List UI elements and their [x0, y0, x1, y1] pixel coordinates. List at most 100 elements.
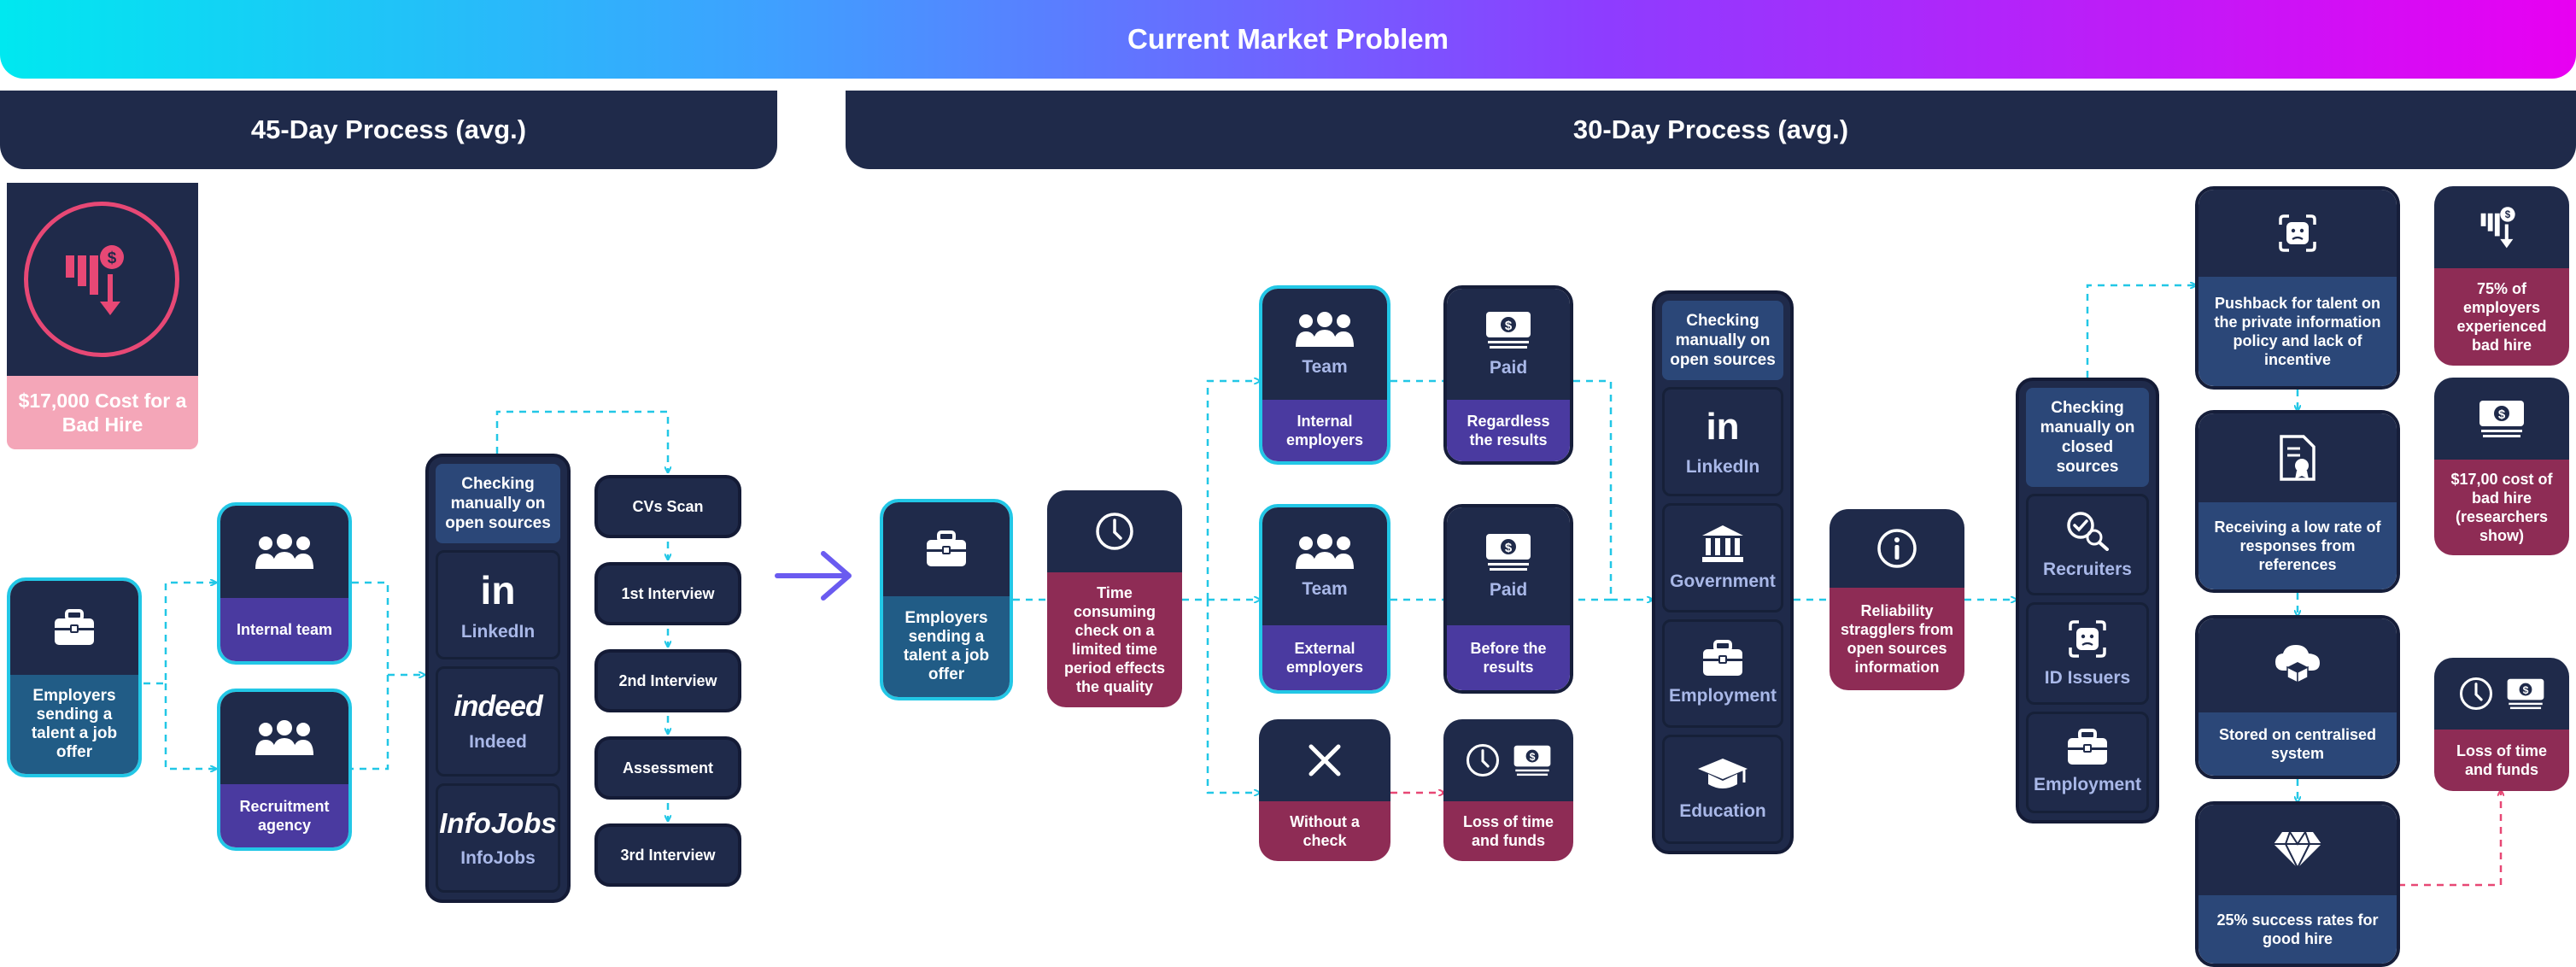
- certificate-document-icon: [2280, 435, 2315, 481]
- paid-regardless-card: $ Paid Regardless the results: [1443, 285, 1573, 465]
- bad-hire-cost-card: $ $17,000 Cost for a Bad Hire: [7, 183, 198, 449]
- source-label: Education: [1679, 801, 1766, 822]
- source-label: Government: [1670, 571, 1776, 591]
- stored-centralised-label: Stored on centralised system: [2198, 712, 2397, 776]
- indeed-logo-icon: indeed: [454, 689, 543, 723]
- paid-regardless-title: Paid: [1489, 358, 1528, 378]
- loss-of-time-card-2: $ Loss of time and funds: [2434, 658, 2569, 791]
- reliability-label: Reliability stragglers from open sources…: [1830, 588, 1964, 690]
- source-id-issuers: ID Issuers: [2026, 602, 2149, 705]
- recruitment-agency-label: Recruitment agency: [220, 784, 348, 847]
- pushback-card: Pushback for talent on the private infor…: [2195, 186, 2400, 390]
- money-stack-icon: $: [1513, 745, 1551, 777]
- svg-text:$: $: [1505, 541, 1513, 555]
- bad-hire-cost-label: $17,000 Cost for a Bad Hire: [7, 376, 198, 449]
- source-employment-open: Employment: [1662, 618, 1783, 729]
- source-indeed: indeed Indeed: [436, 666, 560, 777]
- paid-before-title: Paid: [1489, 580, 1528, 600]
- transition-arrow-icon: [775, 551, 852, 601]
- without-check-card: Without a check: [1259, 719, 1390, 861]
- employers-label-right: Employers sending a talent a job offer: [883, 596, 1010, 697]
- team-external-card: Team External employers: [1259, 504, 1390, 694]
- declining-chart-dollar-icon: $: [66, 245, 124, 315]
- paid-before-card: $ Paid Before the results: [1443, 504, 1573, 694]
- open-sources-header-right: Checking manually on open sources: [1662, 301, 1783, 380]
- source-recruiters: Recruiters: [2026, 494, 2149, 596]
- stored-centralised-card: Stored on centralised system: [2195, 615, 2400, 779]
- svg-text:$: $: [108, 249, 117, 267]
- source-education: Education: [1662, 735, 1783, 844]
- team-icon: [1296, 312, 1354, 347]
- money-stack-icon: $: [1486, 534, 1531, 571]
- source-label: LinkedIn: [460, 622, 536, 642]
- team-internal-desc: Internal employers: [1262, 400, 1387, 461]
- closed-sources-column: Checking manually on closed sources Recr…: [2016, 378, 2159, 823]
- declining-chart-dollar-icon: $: [2480, 207, 2515, 249]
- money-stack-icon: $: [2507, 678, 2544, 710]
- source-employment-closed: Employment: [2026, 711, 2149, 813]
- clock-icon: [1096, 513, 1133, 550]
- source-label: ID Issuers: [2044, 667, 2131, 688]
- diamond-icon: [2274, 831, 2321, 869]
- open-sources-header-left: Checking manually on open sources: [436, 464, 560, 543]
- page-title: Current Market Problem: [0, 0, 2576, 79]
- svg-text:$: $: [2505, 209, 2511, 220]
- team-icon: [255, 720, 313, 755]
- source-infojobs: InfoJobs InfoJobs: [436, 782, 560, 893]
- face-id-icon: [2069, 620, 2106, 658]
- phase-30-day-header: 30-Day Process (avg.): [846, 91, 2576, 169]
- graduation-cap-icon: [1698, 759, 1748, 789]
- source-label: Employment: [2033, 775, 2142, 795]
- briefcase-icon: [927, 530, 966, 566]
- clock-icon: [2459, 677, 2493, 711]
- svg-text:$: $: [1505, 319, 1513, 333]
- low-rate-card: Receiving a low rate of responses from r…: [2195, 410, 2400, 593]
- briefcase-icon: [2068, 729, 2107, 765]
- loss-of-time-label-1: Loss of time and funds: [1443, 801, 1573, 861]
- employers-card-left: Employers sending a talent a job offer: [7, 577, 142, 777]
- step-3rd-interview: 3rd Interview: [594, 823, 741, 887]
- briefcase-icon: [1703, 640, 1742, 677]
- stat-bad-hire-label: 75% of employers experienced bad hire: [2434, 268, 2569, 366]
- step-assessment: Assessment: [594, 736, 741, 800]
- sad-face-id-icon: [2279, 214, 2316, 252]
- source-label: Employment: [1668, 686, 1777, 706]
- time-consuming-check-label: Time consuming check on a limited time p…: [1047, 572, 1182, 707]
- source-label: LinkedIn: [1685, 456, 1760, 477]
- stat-cost-label: $17,00 cost of bad hire (researchers sho…: [2434, 460, 2569, 555]
- briefcase-icon: [55, 609, 94, 645]
- team-icon: [1296, 534, 1354, 569]
- info-icon: [1877, 529, 1917, 568]
- loss-of-time-card-1: $ Loss of time and funds: [1443, 719, 1573, 861]
- source-label: Indeed: [469, 731, 527, 752]
- team-external-desc: External employers: [1262, 625, 1387, 690]
- recruitment-agency-card: Recruitment agency: [217, 689, 352, 851]
- infojobs-logo-icon: InfoJobs: [439, 806, 557, 839]
- internal-team-label: Internal team: [220, 598, 348, 661]
- close-x-icon: [1308, 744, 1341, 777]
- low-rate-label: Receiving a low rate of responses from r…: [2198, 502, 2397, 589]
- cloud-storage-icon: [2275, 645, 2320, 684]
- step-1st-interview: 1st Interview: [594, 562, 741, 625]
- employers-label-left: Employers sending a talent a job offer: [10, 675, 138, 774]
- svg-text:$: $: [2498, 407, 2506, 422]
- closed-sources-header: Checking manually on closed sources: [2026, 388, 2149, 487]
- money-stack-icon: $: [2479, 401, 2524, 437]
- paid-regardless-desc: Regardless the results: [1447, 400, 1570, 461]
- stat-cost-card: $ $17,00 cost of bad hire (researchers s…: [2434, 378, 2569, 555]
- step-cvs-scan: CVs Scan: [594, 475, 741, 538]
- recruiter-search-icon: [2067, 511, 2109, 551]
- loss-of-time-label-2: Loss of time and funds: [2434, 730, 2569, 791]
- pushback-label: Pushback for talent on the private infor…: [2198, 277, 2397, 386]
- step-2nd-interview: 2nd Interview: [594, 649, 741, 712]
- phase-45-day-header: 45-Day Process (avg.): [0, 91, 777, 169]
- svg-text:$: $: [1530, 751, 1536, 763]
- linkedin-icon: in: [1706, 405, 1740, 448]
- source-linkedin-left: in LinkedIn: [436, 550, 560, 660]
- team-icon: [255, 534, 313, 569]
- money-stack-icon: $: [1486, 312, 1531, 349]
- government-building-icon: [1702, 525, 1743, 562]
- linkedin-icon: in: [480, 568, 516, 613]
- time-consuming-check-card: Time consuming check on a limited time p…: [1047, 490, 1182, 707]
- reliability-card: Reliability stragglers from open sources…: [1830, 509, 1964, 690]
